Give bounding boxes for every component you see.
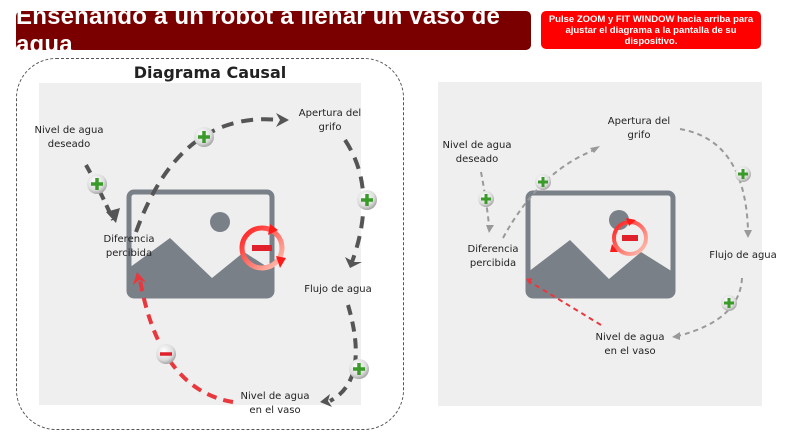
link-tap-to-flow bbox=[343, 138, 366, 263]
link-level-to-difference bbox=[138, 279, 234, 404]
diagram-title: Diagrama Causal bbox=[133, 63, 287, 82]
arrowhead bbox=[672, 332, 680, 340]
plus-icon bbox=[478, 191, 494, 207]
arrowhead bbox=[486, 225, 494, 233]
link-difference-to-tap bbox=[134, 117, 281, 233]
arrowhead bbox=[276, 113, 289, 127]
image-placeholder-icon bbox=[126, 189, 275, 299]
arrowhead bbox=[590, 146, 600, 153]
link-flow-to-level bbox=[329, 304, 358, 403]
arrowhead bbox=[526, 278, 532, 285]
minus-icon bbox=[156, 344, 176, 364]
balancing-loop-icon bbox=[239, 224, 286, 271]
link-desired-to-difference bbox=[84, 164, 115, 221]
plus-icon bbox=[349, 359, 369, 379]
plus-icon bbox=[194, 127, 214, 147]
plus-icon bbox=[735, 166, 751, 182]
balancing-loop-icon bbox=[610, 218, 648, 256]
plus-icon bbox=[535, 174, 551, 190]
arrowhead bbox=[320, 394, 332, 407]
image-placeholder-icon bbox=[525, 190, 676, 299]
plus-icon bbox=[721, 295, 737, 311]
plus-icon bbox=[87, 174, 107, 194]
zoom-hint-banner: Pulse ZOOM y FIT WINDOW hacia arriba par… bbox=[541, 11, 761, 49]
causal-diagram-frame bbox=[16, 58, 404, 430]
node-water-flow: Flujo de agua bbox=[304, 284, 372, 295]
arrowhead bbox=[744, 230, 752, 238]
node-water-flow: Flujo de agua bbox=[709, 250, 777, 261]
arrowhead bbox=[106, 208, 120, 223]
arrowhead bbox=[133, 272, 146, 285]
plus-icon bbox=[357, 190, 377, 210]
arrowhead bbox=[345, 257, 362, 268]
